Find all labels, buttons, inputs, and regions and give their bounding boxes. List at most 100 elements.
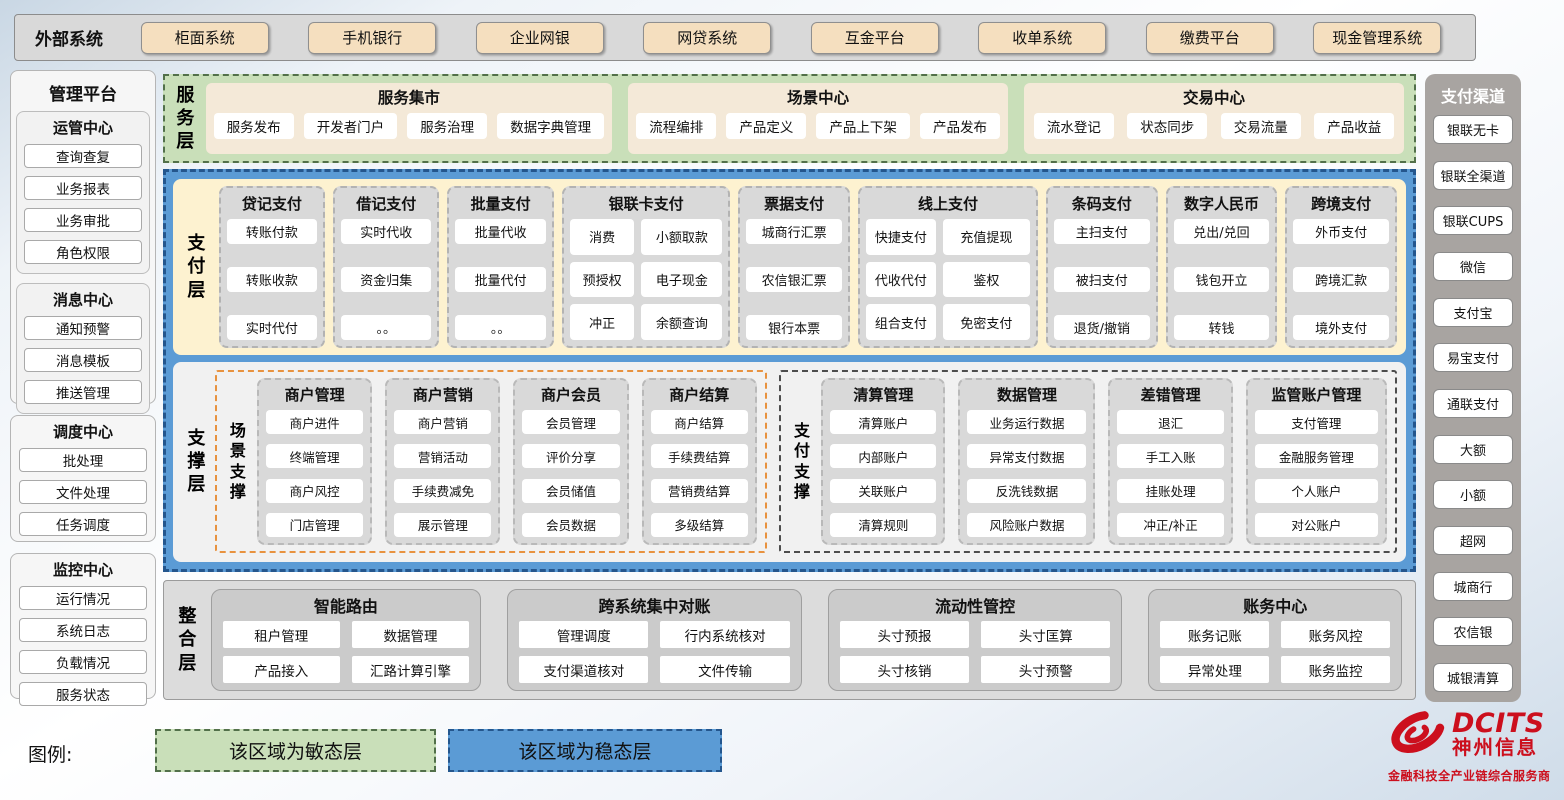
channel-box: 超网	[1433, 526, 1513, 555]
service-box: 交易流量	[1221, 113, 1301, 139]
monitor-center-title: 监控中心	[16, 559, 150, 580]
group-items: 外币支付跨境汇款境外支付	[1293, 219, 1389, 340]
group-title: 商户会员	[522, 384, 619, 405]
service-box: 产品发布	[920, 113, 1000, 139]
credit-payment-group: 贷记支付 转账付款转账收款实时代付	[219, 186, 325, 348]
support-box: 会员数据	[522, 513, 619, 537]
group-items: 转账付款转账收款实时代付	[227, 219, 317, 340]
support-box: 手续费减免	[394, 479, 491, 503]
payment-box: 小额取款	[641, 219, 722, 255]
channel-box: 农信银	[1433, 617, 1513, 646]
support-box: 商户营销	[394, 410, 491, 434]
integration-box: 汇路计算引擎	[352, 656, 469, 683]
schedule-center-items: 批处理文件处理任务调度	[16, 448, 150, 536]
cross-border-group: 跨境支付 外币支付跨境汇款境外支付	[1285, 186, 1397, 348]
schedule-center-panel: 调度中心 批处理文件处理任务调度	[10, 415, 156, 542]
payment-box: 兑出/兑回	[1174, 219, 1270, 244]
payment-box: 实时代收	[341, 219, 431, 244]
support-box: 手工入账	[1117, 444, 1223, 468]
clearing-mgmt-group: 清算管理 清算账户内部账户关联账户清算规则	[821, 378, 945, 545]
menu-box: 批处理	[19, 448, 147, 472]
integration-box: 头寸预报	[840, 621, 969, 648]
external-system-box: 手机银行	[308, 22, 436, 54]
support-box: 退汇	[1117, 410, 1223, 434]
channel-box: 银联无卡	[1433, 115, 1513, 144]
monitor-center-panel: 监控中心 运行情况系统日志负载情况服务状态	[10, 553, 156, 699]
group-items: 退汇手工入账挂账处理冲正/补正	[1117, 410, 1223, 537]
merchant-member-group: 商户会员 会员管理评价分享会员储值会员数据	[513, 378, 628, 545]
ops-center-group: 运管中心 查询查复业务报表业务审批角色权限	[16, 111, 150, 274]
channel-box: 通联支付	[1433, 389, 1513, 418]
channel-box: 城商行	[1433, 572, 1513, 601]
service-market-panel: 服务集市 服务发布开发者门户服务治理数据字典管理	[206, 83, 613, 154]
payment-box: 转账付款	[227, 219, 317, 244]
panel-items: 租户管理数据管理产品接入汇路计算引擎	[223, 621, 469, 683]
bill-payment-group: 票据支付 城商行汇票农信银汇票银行本票	[738, 186, 850, 348]
menu-box: 角色权限	[24, 240, 142, 264]
support-box: 对公账户	[1255, 513, 1378, 537]
group-title: 条码支付	[1054, 193, 1150, 214]
channel-box: 支付宝	[1433, 298, 1513, 327]
batch-payment-group: 批量支付 批量代收批量代付。。	[447, 186, 553, 348]
support-box: 冲正/补正	[1117, 513, 1223, 537]
group-title: 清算管理	[830, 384, 936, 405]
integration-box: 头寸匡算	[981, 621, 1110, 648]
payment-box: 鉴权	[943, 262, 1030, 298]
group-items: 支付管理金融服务管理个人账户对公账户	[1255, 410, 1378, 537]
support-box: 内部账户	[830, 444, 936, 468]
brand-tagline: 金融科技全产业链综合服务商	[1388, 767, 1560, 784]
payment-box: 实时代付	[227, 315, 317, 340]
external-system-box: 缴费平台	[1146, 22, 1274, 54]
support-box: 营销活动	[394, 444, 491, 468]
payment-box: 外币支付	[1293, 219, 1389, 244]
integration-box: 账务风控	[1281, 621, 1390, 648]
group-items: 消费小额取款预授权电子现金冲正余额查询	[570, 219, 722, 340]
payment-channels-items: 银联无卡银联全渠道银联CUPS微信支付宝易宝支付通联支付大额小额超网城商行农信银…	[1433, 115, 1513, 692]
payment-box: 资金归集	[341, 267, 431, 292]
payment-box: 批量代付	[455, 267, 545, 292]
support-layer: 支撑层 场景支撑 商户管理 商户进件终端管理商户风控门店管理 商户营销 商户营销…	[173, 362, 1406, 562]
service-box: 数据字典管理	[497, 113, 604, 139]
external-system-box: 互金平台	[811, 22, 939, 54]
scene-support-columns: 商户管理 商户进件终端管理商户风控门店管理 商户营销 商户营销营销活动手续费减免…	[257, 378, 757, 545]
smart-routing-panel: 智能路由 租户管理数据管理产品接入汇路计算引擎	[211, 589, 481, 691]
payment-box: 快捷支付	[866, 219, 936, 255]
payment-channels-title: 支付渠道	[1433, 83, 1513, 107]
dcits-swirl-icon	[1388, 704, 1448, 764]
support-box: 支付管理	[1255, 410, 1378, 434]
integration-box: 租户管理	[223, 621, 340, 648]
channel-box: 小额	[1433, 480, 1513, 509]
payment-box: 代收代付	[866, 262, 936, 298]
legend-stable-layer: 该区域为稳态层	[448, 729, 722, 772]
integration-box: 头寸预警	[981, 656, 1110, 683]
management-platform-panel: 管理平台 运管中心 查询查复业务报表业务审批角色权限 消息中心 通知预警消息模板…	[10, 70, 156, 404]
support-layer-groups: 场景支撑 商户管理 商户进件终端管理商户风控门店管理 商户营销 商户营销营销活动…	[215, 370, 1397, 553]
schedule-center-title: 调度中心	[16, 421, 150, 442]
brand-company: 神州信息	[1452, 738, 1545, 758]
service-layer: 服务层 服务集市 服务发布开发者门户服务治理数据字典管理 场景中心 流程编排产品…	[163, 74, 1416, 163]
stable-layer-container: 支付层 贷记支付 转账付款转账收款实时代付 借记支付 实时代收资金归集。。 批量…	[163, 169, 1416, 572]
channel-box: 大额	[1433, 435, 1513, 464]
panel-title: 智能路由	[223, 593, 469, 617]
external-system-box: 企业网银	[476, 22, 604, 54]
ops-center-title: 运管中心	[21, 117, 145, 138]
support-box: 商户进件	[266, 410, 363, 434]
trade-center-panel: 交易中心 流水登记状态同步交易流量产品收益	[1024, 83, 1404, 154]
legend-agile-layer: 该区域为敏态层	[155, 729, 436, 772]
brand-row: DCITS 神州信息	[1388, 704, 1560, 764]
integration-box: 账务监控	[1281, 656, 1390, 683]
payment-box: 跨境汇款	[1293, 267, 1389, 292]
menu-box: 系统日志	[19, 618, 147, 642]
external-system-box: 柜面系统	[141, 22, 269, 54]
panel-title: 流动性管控	[840, 593, 1111, 617]
payment-channels-panel: 支付渠道 银联无卡银联全渠道银联CUPS微信支付宝易宝支付通联支付大额小额超网城…	[1425, 74, 1521, 702]
support-box: 会员储值	[522, 479, 619, 503]
service-box: 服务发布	[214, 113, 294, 139]
payment-box: 钱包开立	[1174, 267, 1270, 292]
monitor-center-items: 运行情况系统日志负载情况服务状态	[16, 586, 150, 706]
merchant-mgmt-group: 商户管理 商户进件终端管理商户风控门店管理	[257, 378, 372, 545]
support-box: 评价分享	[522, 444, 619, 468]
payment-box: 转钱	[1174, 315, 1270, 340]
menu-box: 业务审批	[24, 208, 142, 232]
trade-center-items: 流水登记状态同步交易流量产品收益	[1032, 113, 1396, 139]
